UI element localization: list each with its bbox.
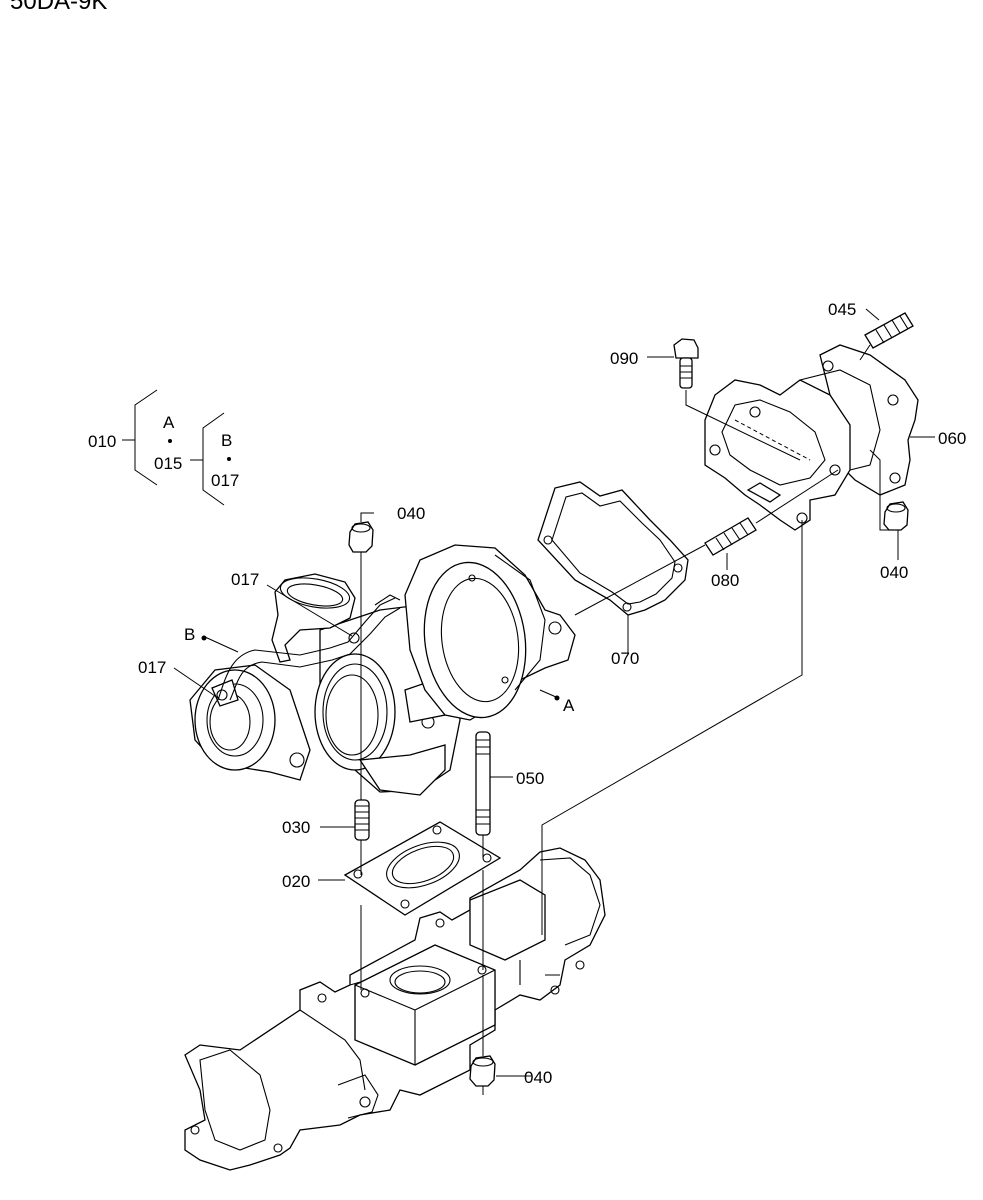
outlet-elbow-060 <box>704 344 919 531</box>
turbocharger <box>189 544 576 796</box>
alignment-lines <box>360 344 890 1095</box>
label-040-right: 040 <box>880 563 908 582</box>
stud-030 <box>354 799 370 841</box>
part-labels: 010 A 015 B 017 040 017 B 017 A 050 030 … <box>88 300 966 1087</box>
label-090: 090 <box>610 349 638 368</box>
label-050: 050 <box>516 769 544 788</box>
label-045: 045 <box>828 300 856 319</box>
stud-050 <box>475 731 491 836</box>
diagram-title: 50DA-9K <box>10 0 108 15</box>
label-group-b: B <box>221 431 232 450</box>
exhaust-manifold <box>184 847 606 1171</box>
label-ref-a: A <box>563 696 575 715</box>
nut-040-bottom <box>469 1055 496 1087</box>
label-040-bottom: 040 <box>524 1068 552 1087</box>
label-ref-b: B <box>184 625 195 644</box>
stud-045 <box>864 312 914 349</box>
label-060: 060 <box>938 429 966 448</box>
label-040-top: 040 <box>397 504 425 523</box>
group-brackets <box>122 389 231 506</box>
leader-lines <box>173 308 935 1077</box>
label-080: 080 <box>711 571 739 590</box>
label-070: 070 <box>611 649 639 668</box>
label-017-group: 017 <box>211 471 239 490</box>
bolt-090 <box>673 338 699 389</box>
nut-040-right <box>883 501 909 531</box>
stud-080 <box>704 517 757 556</box>
label-017-lower: 017 <box>138 658 166 677</box>
nut-040-top <box>348 521 374 553</box>
label-015: 015 <box>154 454 182 473</box>
gasket-070 <box>537 481 689 616</box>
label-group-a: A <box>163 413 175 432</box>
label-017-upper: 017 <box>231 570 259 589</box>
label-030: 030 <box>282 818 310 837</box>
label-020: 020 <box>282 872 310 891</box>
label-010: 010 <box>88 432 116 451</box>
